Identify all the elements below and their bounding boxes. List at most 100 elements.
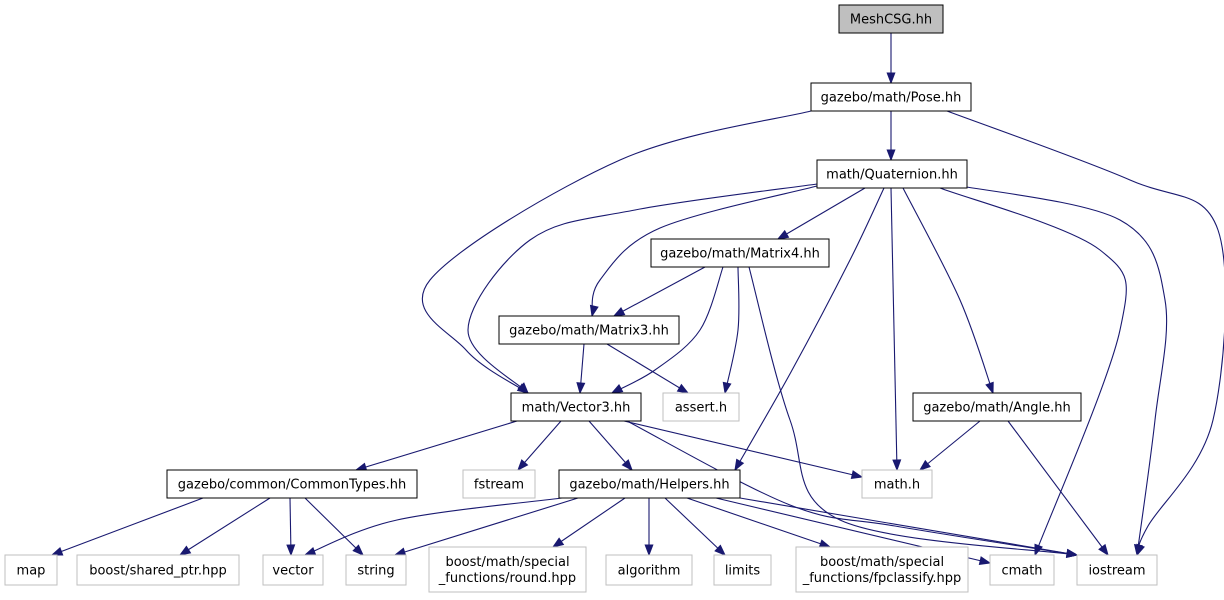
edge-quaternion-to-vector3	[467, 183, 818, 395]
node-label: algorithm	[618, 564, 681, 579]
edge-line	[748, 266, 1078, 556]
edge-meshcsg-to-pose	[886, 33, 896, 85]
edge-arrowhead	[985, 381, 994, 395]
edge-commontypes-to-string	[304, 497, 365, 556]
edge-quaternion-to-matrix4	[776, 187, 866, 240]
edge-line	[954, 184, 1168, 556]
edge-vector3-to-mathh	[623, 420, 864, 479]
edge-line	[613, 266, 706, 317]
node-commontypes[interactable]: gazebo/common/CommonTypes.hh	[166, 469, 418, 499]
edge-line	[739, 497, 1078, 556]
edge-arrowhead	[776, 229, 790, 240]
edge-arrowhead	[610, 384, 624, 394]
node-map: map	[4, 554, 58, 586]
node-box	[662, 392, 740, 422]
node-quaternion[interactable]: math/Quaternion.hh	[816, 159, 968, 189]
node-label: string	[357, 564, 394, 579]
node-box	[605, 554, 693, 586]
edge-arrowhead	[178, 545, 192, 556]
edge-helpers-to-algorithm	[644, 498, 654, 557]
node-label: fstream	[474, 478, 524, 493]
node-box	[861, 469, 933, 499]
node-box	[262, 554, 324, 586]
edge-quaternion-to-iostream	[954, 184, 1168, 557]
node-meshcsg[interactable]: MeshCSG.hh	[838, 4, 944, 34]
node-matrix3[interactable]: gazebo/math/Matrix3.hh	[498, 315, 680, 345]
node-label: MeshCSG.hh	[850, 13, 932, 28]
node-string: string	[345, 554, 407, 586]
node-box	[816, 159, 968, 189]
edge-angle-to-iostream	[1007, 420, 1109, 557]
edge-line	[919, 420, 981, 471]
node-box	[166, 469, 418, 499]
node-pose[interactable]: gazebo/math/Pose.hh	[810, 82, 972, 112]
edge-line	[304, 497, 563, 556]
edge-matrix4-to-vector3	[610, 266, 724, 394]
node-mathh: math.h	[861, 469, 933, 499]
node-label: gazebo/math/Matrix3.hh	[509, 324, 669, 339]
edge-vector3-to-helpers	[588, 420, 633, 472]
edge-line	[394, 497, 579, 556]
edge-line	[946, 110, 1224, 556]
node-round: boost/math/special_functions/round.hpp	[428, 546, 587, 593]
edge-arrowhead	[303, 547, 317, 556]
edge-arrowhead	[918, 459, 931, 471]
node-vector3[interactable]: math/Vector3.hh	[510, 392, 642, 422]
node-label: gazebo/math/Helpers.hh	[569, 478, 729, 493]
edge-helpers-to-round	[551, 497, 626, 548]
edge-line	[517, 420, 562, 471]
node-box	[713, 554, 772, 586]
edge-arrowhead	[1133, 544, 1143, 557]
edge-line	[734, 187, 885, 471]
edge-arrowhead	[517, 459, 529, 472]
edge-line	[421, 110, 812, 394]
node-label: limits	[725, 564, 761, 579]
edge-arrowhead	[589, 304, 599, 318]
node-label: gazebo/common/CommonTypes.hh	[178, 478, 406, 493]
node-matrix4[interactable]: gazebo/math/Matrix4.hh	[650, 238, 830, 268]
edge-arrowhead	[850, 470, 864, 479]
edge-line	[51, 497, 204, 556]
edge-line	[304, 497, 364, 556]
node-box	[462, 469, 536, 499]
node-label: gazebo/math/Matrix4.hh	[660, 247, 820, 262]
edge-commontypes-to-vector	[286, 497, 296, 557]
node-angle[interactable]: gazebo/math/Angle.hh	[912, 392, 1082, 422]
edge-line	[588, 420, 633, 471]
edge-arrowhead	[551, 537, 565, 548]
node-label: boost/math/special	[445, 555, 569, 570]
edge-line	[626, 420, 1078, 556]
edge-pose-to-quaternion	[886, 111, 896, 162]
node-cmath: cmath	[989, 554, 1055, 586]
edge-arrowhead	[612, 307, 626, 317]
node-label: _functions/fpclassify.hpp	[802, 571, 962, 586]
edge-arrowhead	[286, 544, 296, 557]
edge-arrowhead	[576, 382, 586, 395]
edge-helpers-to-limits	[664, 497, 727, 556]
edge-helpers-to-fpclassify	[686, 497, 832, 548]
node-label: boost/math/special	[820, 555, 944, 570]
edge-quaternion-to-cmath	[939, 187, 1127, 557]
node-box	[558, 469, 741, 499]
edge-line	[686, 497, 831, 548]
edge-line	[939, 187, 1127, 556]
node-box	[76, 554, 240, 586]
edge-arrowhead	[676, 383, 690, 394]
node-box	[1076, 554, 1158, 586]
edge-line	[467, 183, 818, 394]
edge-pose-to-iostream	[946, 110, 1224, 557]
edge-vector3-to-commontypes	[354, 420, 518, 472]
node-algorithm: algorithm	[605, 554, 693, 586]
edge-line	[664, 497, 726, 556]
node-helpers[interactable]: gazebo/math/Helpers.hh	[558, 469, 741, 499]
edge-line	[724, 266, 740, 394]
node-box	[510, 392, 642, 422]
edge-quaternion-to-helpers	[734, 187, 885, 472]
edge-helpers-to-string	[393, 497, 579, 557]
edge-line	[179, 497, 271, 556]
node-label: boost/shared_ptr.hpp	[89, 564, 227, 579]
node-fstream: fstream	[462, 469, 536, 499]
edge-quaternion-to-mathh	[890, 187, 902, 472]
edge-line	[1007, 420, 1109, 556]
node-label: _functions/round.hpp	[438, 571, 576, 586]
